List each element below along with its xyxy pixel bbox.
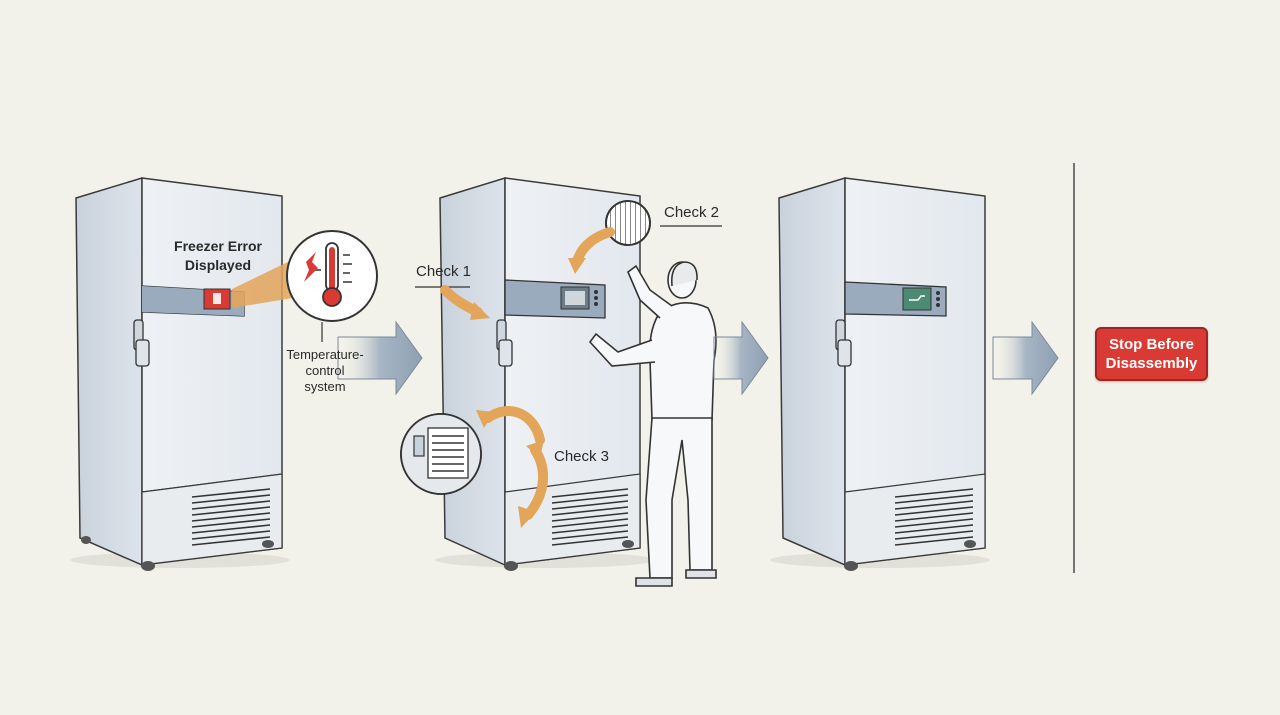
check-2-label: Check 2 [664, 204, 720, 221]
filter-callout [605, 200, 651, 246]
condenser-coil-callout [400, 413, 482, 495]
check-1-label: Check 1 [416, 263, 472, 280]
technician-figure [588, 261, 717, 587]
error-title: Freezer Error Displayed [168, 237, 268, 275]
stop-before-disassembly-button[interactable]: Stop Before Disassembly [1095, 327, 1208, 381]
temperature-control-label: Temperature- control system [283, 347, 367, 395]
temperature-control-line-3: system [304, 379, 346, 394]
control-panel [141, 285, 245, 317]
thermometer-icon [313, 242, 352, 307]
control-panel [844, 281, 947, 317]
vent-grille-icon [894, 488, 974, 546]
check-3-arrow-up [483, 406, 545, 445]
flow-arrow-1 [337, 320, 423, 396]
freezer-unit-1 [70, 176, 290, 571]
door-handle [496, 319, 513, 367]
control-panel [504, 279, 606, 319]
temperature-control-line-1: Temperature- [286, 347, 364, 362]
stop-label-line-1: Stop Before [1108, 336, 1194, 353]
freezer-unit-3 [770, 176, 990, 571]
thermometer-callout [286, 230, 378, 322]
temperature-control-line-2: control [305, 363, 345, 378]
flow-arrow-2 [713, 320, 769, 396]
vent-grille-icon [191, 488, 271, 546]
flow-arrow-3 [992, 320, 1059, 396]
warning-icon [304, 252, 318, 282]
vent-grille-icon [551, 488, 629, 546]
door-handle [133, 319, 150, 367]
door-handle [835, 319, 852, 367]
check-3-label: Check 3 [554, 448, 610, 465]
error-title-line-2: Displayed [184, 257, 252, 273]
stop-label-line-2: Disassembly [1105, 355, 1198, 372]
error-title-line-1: Freezer Error [174, 238, 262, 254]
condenser-coil-icon [401, 414, 481, 494]
